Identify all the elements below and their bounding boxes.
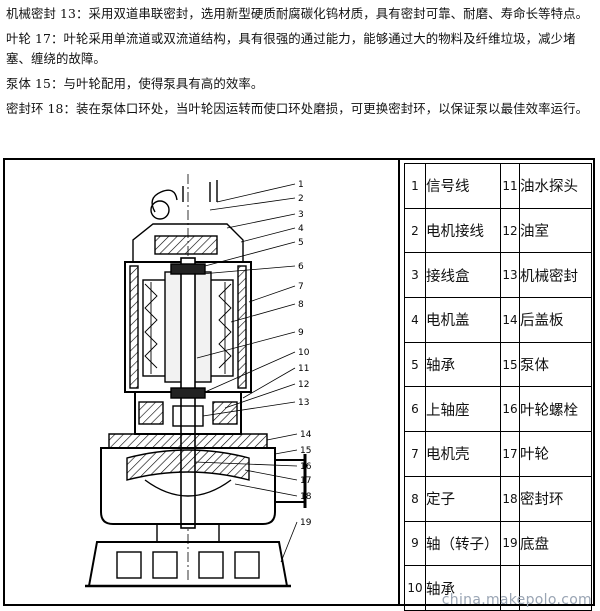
frame-divider — [398, 158, 400, 606]
part-name-cell: 定子 — [425, 475, 501, 522]
description-text: 机械密封 13：采用双道串联密封，选用新型硬质耐腐碳化钨材质，具有密封可靠、耐磨… — [6, 4, 596, 124]
impeller — [126, 449, 250, 481]
part-num-cell: 5 — [404, 341, 426, 388]
part-num-cell: 4 — [404, 297, 426, 343]
callout-5: 5 — [298, 238, 304, 248]
callout-14: 14 — [300, 430, 312, 440]
callout-4: 4 — [298, 224, 304, 234]
upper-bearing — [170, 263, 206, 275]
callout-10: 10 — [298, 348, 310, 358]
part-name-right-cell: 底盘 — [519, 520, 592, 567]
part-name-cell: 轴承 — [425, 341, 501, 388]
part-name-cell: 电机盖 — [425, 297, 501, 343]
lower-bearing — [170, 387, 206, 399]
callout-16: 16 — [300, 462, 312, 472]
part-num-right-cell: 19 — [500, 520, 520, 567]
callout-6: 6 — [298, 262, 304, 272]
diagram-frame — [3, 158, 595, 606]
part-name-right-cell: 后盖板 — [519, 297, 592, 343]
part-name-cell: 轴（转子） — [425, 520, 501, 567]
part-num-cell: 1 — [404, 163, 426, 209]
part-num-cell: 8 — [404, 475, 426, 522]
part-name-right-cell: 叶轮 — [519, 431, 592, 477]
part-name-cell: 电机壳 — [425, 431, 501, 477]
part-name-right-cell: 机械密封 — [519, 252, 592, 299]
lifting-handle — [151, 189, 178, 213]
part-name-right-cell: 泵体 — [519, 341, 592, 388]
callout-9: 9 — [298, 328, 304, 338]
callout-1: 1 — [298, 180, 304, 190]
paragraph-impeller: 叶轮 17：叶轮采用单流道或双流道结构，具有很强的通过能力，能够通过大的物料及纤… — [6, 31, 576, 66]
part-name-right-cell: 叶轮螺栓 — [519, 386, 592, 433]
part-num-right-cell: 13 — [500, 252, 520, 299]
part-num-cell: 3 — [404, 252, 426, 299]
pump-body — [100, 447, 276, 525]
pump-cross-section-diagram: 1 2 3 4 5 6 7 8 9 10 11 12 13 14 15 16 1… — [85, 174, 312, 588]
callout-19: 19 — [300, 518, 312, 528]
part-num-right-cell: 16 — [500, 386, 520, 433]
part-name-cell: 轴承 — [425, 565, 501, 611]
watermark: china.makepolo.com — [441, 592, 592, 608]
paragraph-mechanical-seal: 机械密封 13：采用双道串联密封，选用新型硬质耐腐碳化钨材质，具有密封可靠、耐磨… — [6, 6, 589, 21]
part-name-cell: 接线盒 — [425, 252, 501, 299]
part-name-right-cell: 油室 — [519, 207, 592, 254]
back-cover-plate — [108, 433, 268, 449]
part-name-cell: 电机接线 — [425, 207, 501, 254]
part-name-right-cell: 油水探头 — [519, 163, 592, 209]
paragraph-seal-ring: 密封环 18：装在泵体口环处，当叶轮因运转而使口环处磨损，可更换密封环，以保证泵… — [6, 101, 589, 116]
part-num-right-cell: 11 — [500, 163, 520, 209]
part-num-cell: 9 — [404, 520, 426, 567]
callout-3: 3 — [298, 210, 304, 220]
callout-17: 17 — [300, 476, 311, 486]
part-num-cell: 7 — [404, 431, 426, 477]
callout-8: 8 — [298, 300, 304, 310]
motor-housing — [124, 261, 252, 393]
part-num-right-cell: 18 — [500, 475, 520, 522]
part-name-right-cell: 密封环 — [519, 475, 592, 522]
paragraph-pump-body: 泵体 15：与叶轮配用，使得泵具有高的效率。 — [6, 76, 264, 91]
part-num-right-cell: 12 — [500, 207, 520, 254]
part-name-right-cell — [519, 565, 592, 611]
part-num-right-cell: 17 — [500, 431, 520, 477]
part-num-cell: 2 — [404, 207, 426, 254]
callout-15: 15 — [300, 446, 311, 456]
part-num-right-cell: 15 — [500, 341, 520, 388]
part-num-cell: 6 — [404, 386, 426, 433]
callout-18: 18 — [300, 492, 312, 502]
callout-11: 11 — [298, 364, 309, 374]
part-num-cell: 10 — [404, 565, 426, 611]
callout-13: 13 — [298, 398, 309, 408]
callout-12: 12 — [298, 380, 309, 390]
callout-2: 2 — [298, 194, 304, 204]
part-name-cell: 上轴座 — [425, 386, 501, 433]
part-name-cell: 信号线 — [425, 163, 501, 209]
callout-7: 7 — [298, 282, 304, 292]
part-num-right-cell: 14 — [500, 297, 520, 343]
